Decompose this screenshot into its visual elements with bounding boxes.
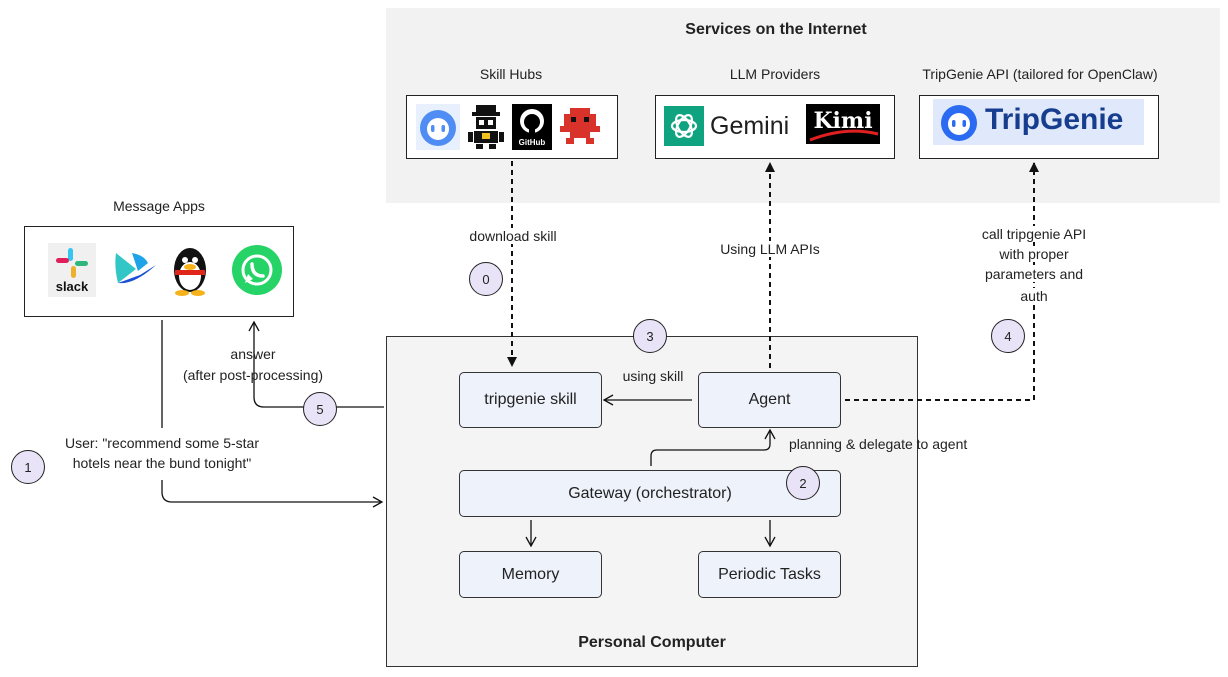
call-api-label-line3: parameters and (962, 266, 1106, 282)
lark-logo (110, 245, 158, 289)
pixel-crab-logo (558, 104, 602, 150)
openai-logo (664, 106, 704, 146)
user-request-label-line1: User: "recommend some 5-star (52, 435, 272, 451)
personal-computer-title: Personal Computer (578, 634, 726, 651)
step-badge-0: 0 (469, 262, 503, 296)
gemini-logo-text: Gemini (710, 112, 790, 140)
tripgenie-logo: TripGenie (933, 99, 1144, 145)
slack-logo-text: slack (55, 279, 89, 294)
gateway-node: Gateway (orchestrator) (459, 470, 841, 517)
internet-services-title: Services on the Internet (685, 21, 867, 38)
download-skill-label: download skill (443, 228, 583, 244)
llm-providers-label: LLM Providers (729, 66, 821, 82)
github-logo: GitHub (512, 104, 552, 150)
slack-logo: slack (48, 243, 96, 297)
call-api-arrow (845, 162, 1039, 401)
call-api-label-line2: with proper (962, 246, 1106, 262)
user-request-label-line2: hotels near the bund tonight" (52, 455, 272, 471)
step-badge-4: 4 (991, 319, 1025, 353)
periodic-tasks-node: Periodic Tasks (698, 551, 841, 598)
tripgenie-mascot-icon (941, 105, 977, 141)
github-logo-text: GitHub (518, 138, 546, 147)
agent-node: Agent (698, 372, 841, 428)
tripgenie-logo-text: TripGenie (985, 103, 1124, 136)
step-badge-1: 1 (11, 450, 45, 484)
using-llm-label: Using LLM APIs (700, 241, 840, 257)
kimi-logo-text: Kimi (813, 108, 873, 134)
answer-label-line2: (after post-processing) (182, 367, 324, 383)
step-badge-2: 2 (786, 466, 820, 500)
call-api-label-line1: call tripgenie API (962, 226, 1106, 242)
skill-hubs-label: Skill Hubs (479, 66, 543, 82)
step-badge-3: 3 (633, 319, 667, 353)
memory-node: Memory (459, 551, 602, 598)
robot-logo (466, 104, 506, 150)
tripgenie-skill-node: tripgenie skill (459, 372, 602, 428)
whatsapp-logo (230, 243, 284, 297)
user-request-arrow-lower (161, 480, 384, 508)
planning-label: planning & delegate to agent (789, 436, 968, 452)
using-skill-label: using skill (622, 368, 684, 384)
call-api-label-line4: auth (962, 288, 1106, 304)
clawhub-logo (416, 104, 460, 150)
tripgenie-api-label: TripGenie API (tailored for OpenClaw) (922, 66, 1158, 82)
kimi-logo: Kimi (806, 104, 880, 144)
answer-arrow (248, 320, 384, 408)
qq-penguin-logo (168, 244, 212, 296)
answer-label-line1: answer (230, 346, 276, 362)
planning-arrow (650, 428, 776, 466)
step-badge-5: 5 (303, 392, 337, 426)
message-apps-label: Message Apps (113, 198, 205, 214)
